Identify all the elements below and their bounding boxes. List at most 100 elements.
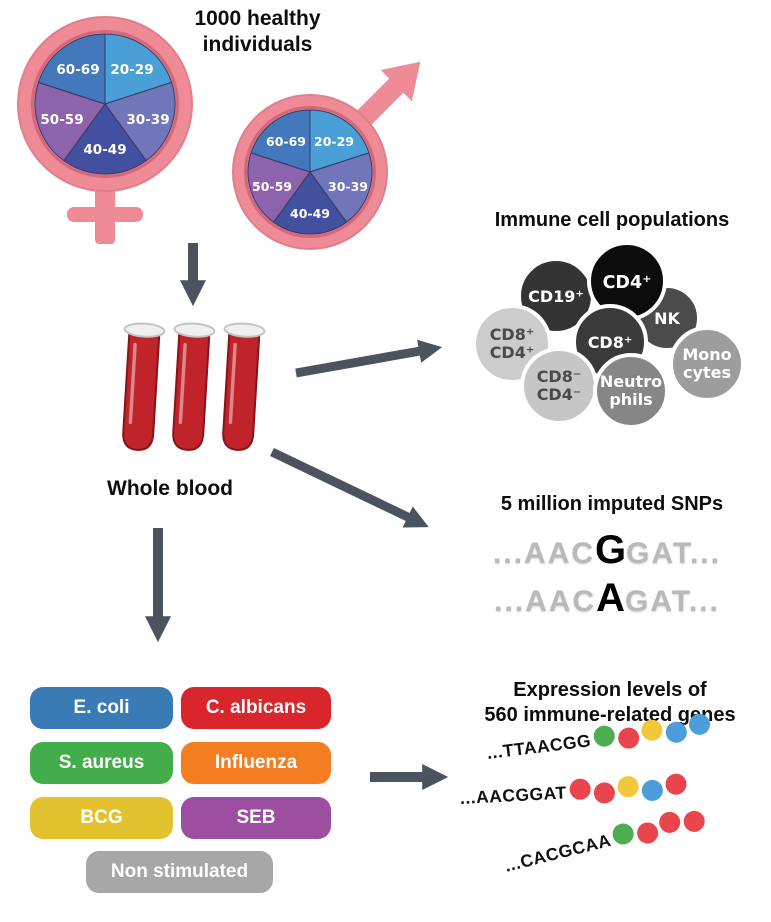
cell-label-cd8: CD8⁺ [588,333,633,352]
snp-sequence-2: ...AACAGAT... [442,576,771,624]
pie-slice-50-59 [247,152,311,223]
age-label-20-29: 20-29 [110,62,153,78]
pie-slice-30-39 [104,81,176,162]
blood-tubes [122,322,266,451]
cohort-title: 1000 healthy individuals [194,7,321,56]
age-label-30-39: 30-39 [328,179,368,194]
cell-label-monocytes-line2: cytes [683,363,731,382]
whole-blood-label: Whole blood [107,477,233,500]
snp-seq-1-suffix: GAT... [626,537,721,570]
snp-sequences: ...AACGGAT... ...AACAGAT... [442,528,771,624]
blood-tube-body [222,330,261,451]
expression-title-line1: Expression levels of [513,679,707,701]
snp-seq-2-prefix: ...AAC [494,585,597,618]
bead [593,781,616,804]
expression-title: Expression levels of 560 immune-related … [455,678,765,728]
pie-slice-50-59 [34,81,106,162]
bead [681,808,707,835]
bead [610,821,636,847]
pie-slice-20-29 [309,109,370,173]
bead [657,809,683,836]
tube-highlight [178,342,187,425]
snp-seq-2-variant: A [596,576,626,620]
cell-label-neutrophils-line1: Neutro [600,372,662,391]
stimulus-seb: SEB [181,797,331,839]
male-symbol-arrow [353,61,421,129]
pie-slice-20-29 [104,33,173,105]
snps-title: 5 million imputed SNPs [500,493,724,515]
stimulus-bcg: BCG [30,797,173,839]
bead [592,724,616,748]
tube-lip [223,322,266,338]
blood-tube [172,322,216,451]
pie-slice-60-69 [37,33,106,105]
cell-circle-neutrophils [593,353,669,429]
age-label-50-59: 50-59 [40,112,83,128]
cell-label-cd8-cd4-dp-line1: CD8⁺ [490,325,535,344]
cell-circle-monocytes [669,326,745,402]
stimulus-seb-label: SEB [236,807,276,828]
blood-tube [122,322,166,451]
cell-label-monocytes-line1: Mono [682,345,731,364]
bead [616,775,639,798]
cell-label-cd8-cd4-dn-line2: CD4⁻ [537,385,582,404]
bead [641,779,664,802]
female-age-pie: 20-29 30-39 40-49 50-59 60-69 [34,33,176,175]
age-label-60-69: 60-69 [56,62,99,78]
immune-populations-title: Immune cell populations [494,209,730,231]
stimulus-ecoli-label: E. coli [73,697,130,718]
pie-slice-30-39 [309,152,373,223]
tube-highlight [128,342,137,425]
female-symbol: 20-29 30-39 40-49 50-59 60-69 [17,16,193,244]
blood-tube [222,322,266,451]
age-label-20-29: 20-29 [314,134,354,149]
expression-read-2: ...AACGGAT [459,773,687,809]
cell-label-cd8-cd4-dp-line2: CD4⁺ [490,343,535,362]
bead [568,778,591,801]
tube-lip [173,322,216,338]
cell-label-neutrophils-line2: phils [609,390,652,409]
bead [640,718,664,742]
stimulus-bcg-label: BCG [80,807,123,828]
sequence-text: ...TTAACGG [485,730,593,763]
stimulus-saureus: S. aureus [30,742,173,784]
snp-seq-1-variant: G [595,528,627,572]
cell-label-cd19: CD19⁺ [528,287,584,306]
female-symbol-crossbar [67,207,143,222]
age-label-60-69: 60-69 [266,134,306,149]
tube-highlight [228,342,237,425]
stimulus-influenza: Influenza [181,742,331,784]
male-pie-border [244,106,376,238]
snp-seq-2-suffix: GAT... [625,585,720,618]
pie-slice-40-49 [63,103,147,175]
stimulus-saureus-label: S. aureus [58,752,145,773]
age-label-30-39: 30-39 [126,112,169,128]
age-label-50-59: 50-59 [252,179,292,194]
age-label-40-49: 40-49 [290,206,330,221]
arrow-blood-to-cells [295,339,443,378]
snp-seq-1-prefix: ...AAC [493,537,596,570]
pie-slice-40-49 [272,171,348,235]
bead [664,773,687,796]
snp-sequence-1: ...AACGGAT... [442,528,771,576]
blood-tube-body [172,330,211,451]
immune-cells-cluster: CD19⁺ NK CD4⁺ CD8⁺ CD4⁺ Mono cytes CD8⁺ … [472,241,745,429]
pie-slice-60-69 [250,109,311,173]
bead [616,726,641,750]
stimulus-calbicans-label: C. albicans [205,697,307,718]
cell-label-nk: NK [654,309,680,328]
sequence-text: ...AACGGAT [459,782,568,808]
cell-label-cd8-cd4-dn-line1: CD8⁻ [537,367,582,386]
female-pie-border [31,30,179,178]
stimulus-calbicans: C. albicans [181,687,331,729]
male-symbol: 20-29 30-39 40-49 50-59 60-69 [232,61,421,250]
expression-title-line2: 560 immune-related genes [484,704,736,726]
expression-read-3: ...CACGCAA [502,807,707,877]
cell-label-cd4: CD4⁺ [603,273,652,293]
stimulus-nonstimulated: Non stimulated [86,851,273,893]
stimulus-influenza-label: Influenza [214,752,298,773]
age-label-40-49: 40-49 [83,142,126,158]
blood-tube-body [122,330,161,451]
bead [687,712,712,737]
